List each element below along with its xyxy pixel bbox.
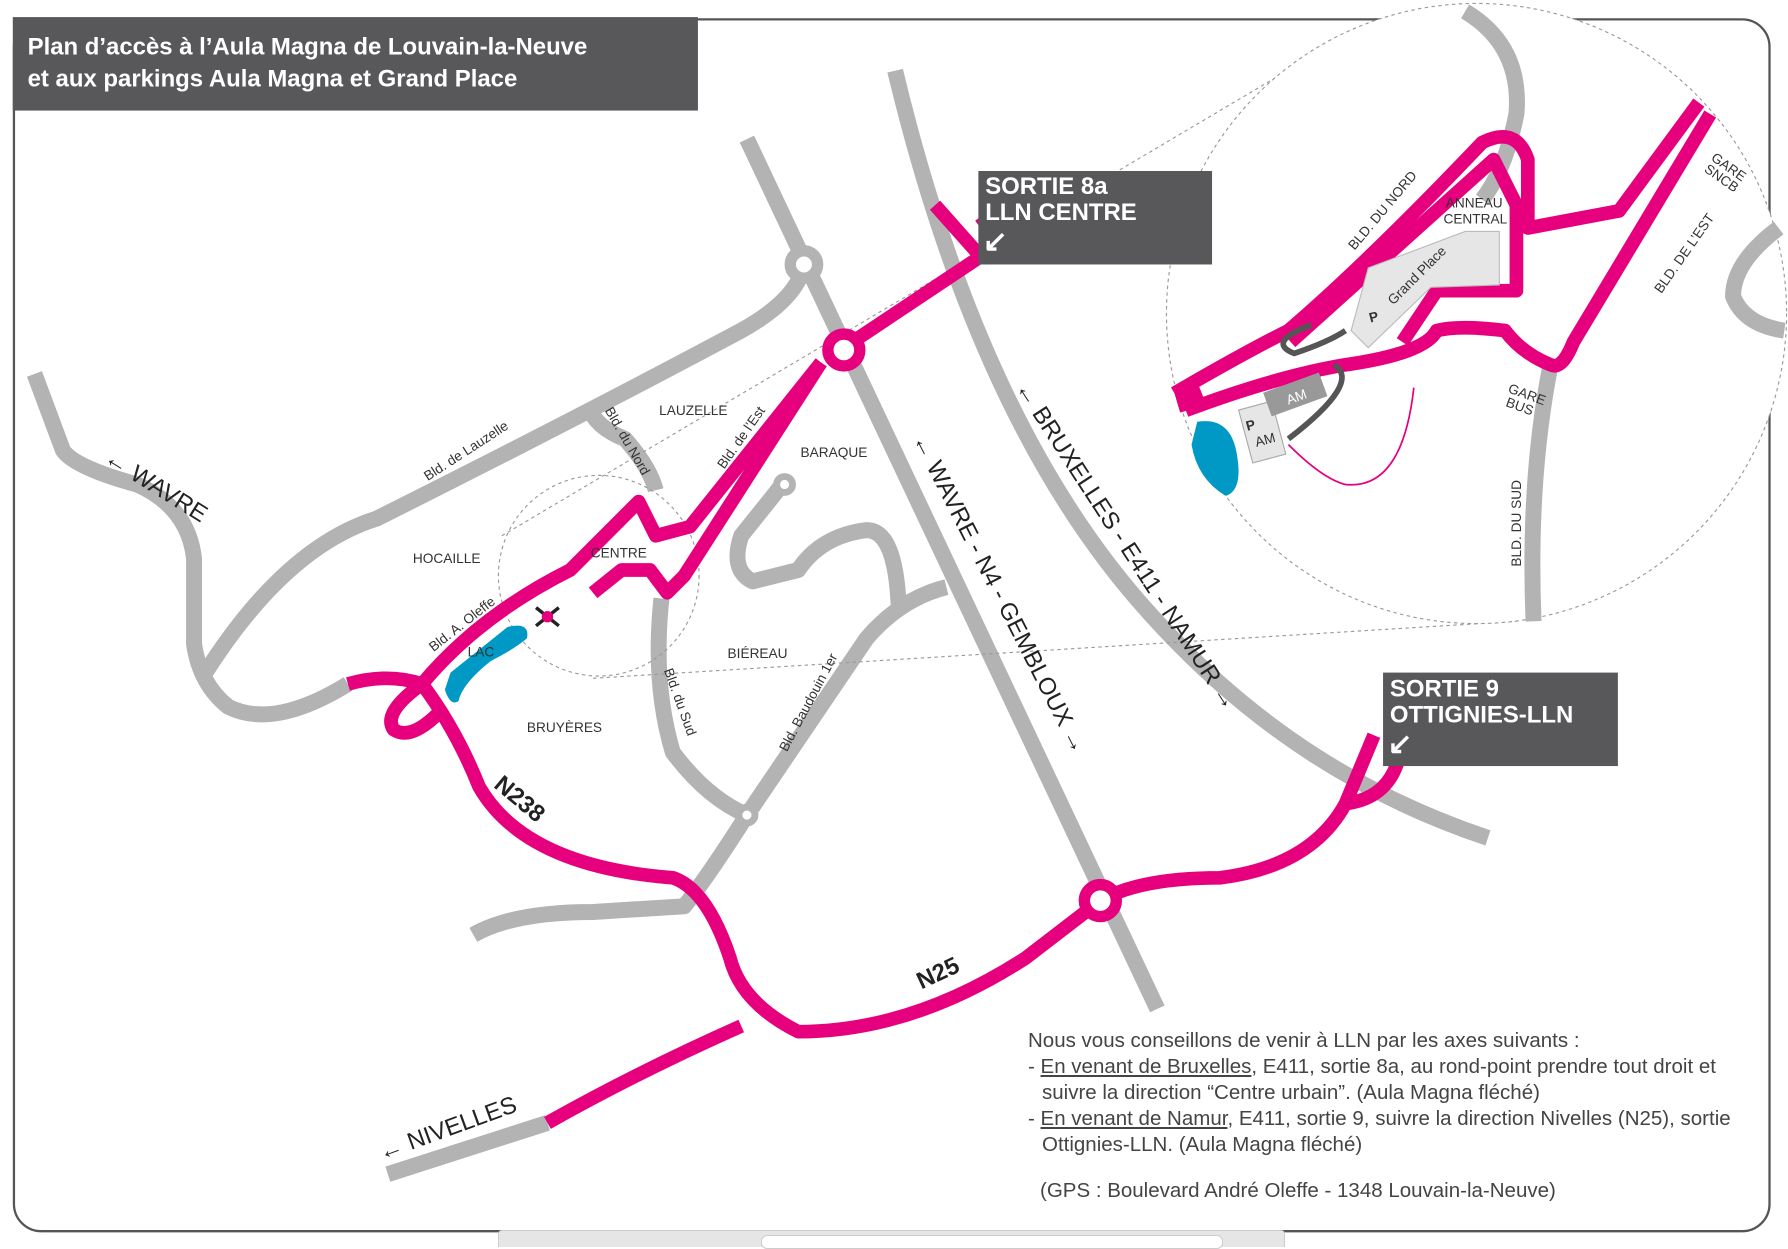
map-label: CENTRAL xyxy=(1443,211,1507,226)
map-label: ANNEAU xyxy=(1446,195,1503,210)
roundabout-south xyxy=(735,803,759,827)
arrow-down-left-icon: ↙ xyxy=(983,225,1008,258)
exit-sortie-9: SORTIE 9 OTTIGNIES-LLN ↙ xyxy=(1383,672,1618,767)
map-label: BLD. DU SUD xyxy=(1509,480,1524,567)
exit-sublabel: LLN CENTRE xyxy=(985,199,1137,226)
aula-magna-building xyxy=(1263,372,1328,417)
roundabout-baraque xyxy=(773,473,796,496)
directions-namur: - En venant de Namur, E411, sortie 9, su… xyxy=(1028,1107,1731,1156)
road-n4 xyxy=(739,135,1165,1013)
map-label: CENTRE xyxy=(591,545,647,560)
map-label: BIÉREAU xyxy=(728,646,788,661)
map-label: Bld. du Nord xyxy=(602,404,653,477)
exit-label: SORTIE 9 xyxy=(1390,676,1499,703)
roundabout-north xyxy=(784,245,824,284)
road-wavre xyxy=(26,371,353,723)
grand-place-parking xyxy=(1350,230,1500,349)
namur-link: En venant de Namur xyxy=(1040,1107,1228,1130)
directions-intro: Nous vous conseillons de venir à LLN par… xyxy=(1028,1029,1580,1052)
inset-lake xyxy=(1191,421,1239,496)
inset-centre-detail xyxy=(497,2,1788,679)
horizontal-scrollbar[interactable] xyxy=(498,1230,1285,1249)
road-nivelles xyxy=(385,1115,550,1182)
label-n25: N25 xyxy=(912,952,963,995)
map-label: LAUZELLE xyxy=(659,403,727,418)
title-line-2: et aux parkings Aula Magna et Grand Plac… xyxy=(28,66,518,93)
map-label: AM xyxy=(1284,386,1308,407)
map-label: BARAQUE xyxy=(801,445,868,460)
road-e411 xyxy=(887,68,1491,846)
aula-magna-marker-icon xyxy=(534,606,560,628)
exit-sublabel: OTTIGNIES-LLN xyxy=(1390,702,1573,729)
road-nord xyxy=(579,401,664,493)
map-label: HOCAILLE xyxy=(413,551,481,566)
roundabout-sortie-8a xyxy=(822,328,866,372)
directions-text: Nous vous conseillons de venir à LLN par… xyxy=(1028,1028,1748,1204)
road-lauzelle xyxy=(198,262,812,677)
lake xyxy=(444,625,528,703)
road-baraque xyxy=(729,473,907,605)
map-label: P xyxy=(1367,309,1380,326)
gps-address: (GPS : Boulevard André Oleffe - 1348 Lou… xyxy=(1040,1179,1556,1202)
aula-magna-parking xyxy=(1237,400,1287,464)
roundabout-sortie-9 xyxy=(1078,878,1122,923)
district-labels: LAUZELLE BARAQUE HOCAILLE CENTRE LAC BIÉ… xyxy=(413,403,867,735)
road-west xyxy=(469,810,754,942)
bruxelles-link: En venant de Bruxelles xyxy=(1040,1055,1252,1078)
road-sud xyxy=(650,597,751,823)
scrollbar-thumb[interactable] xyxy=(761,1235,1223,1249)
directions-bruxelles: - En venant de Bruxelles, E411, sortie 8… xyxy=(1028,1055,1716,1104)
title-box: Plan d’accès à l’Aula Magna de Louvain-l… xyxy=(12,17,698,111)
map-label: AM xyxy=(1253,430,1277,450)
map-label: P xyxy=(1244,417,1257,434)
map-label: BRUYÈRES xyxy=(527,720,602,735)
map-label: LAC xyxy=(468,645,495,660)
road-baudouin xyxy=(740,579,949,820)
recommended-route xyxy=(346,200,1407,1129)
roads xyxy=(26,68,1491,1182)
title-line-1: Plan d’accès à l’Aula Magna de Louvain-l… xyxy=(28,34,588,61)
arrow-down-left-icon: ↙ xyxy=(1388,728,1413,761)
exit-label: SORTIE 8a xyxy=(985,173,1108,200)
exit-sortie-8a: SORTIE 8a LLN CENTRE ↙ xyxy=(978,170,1213,265)
